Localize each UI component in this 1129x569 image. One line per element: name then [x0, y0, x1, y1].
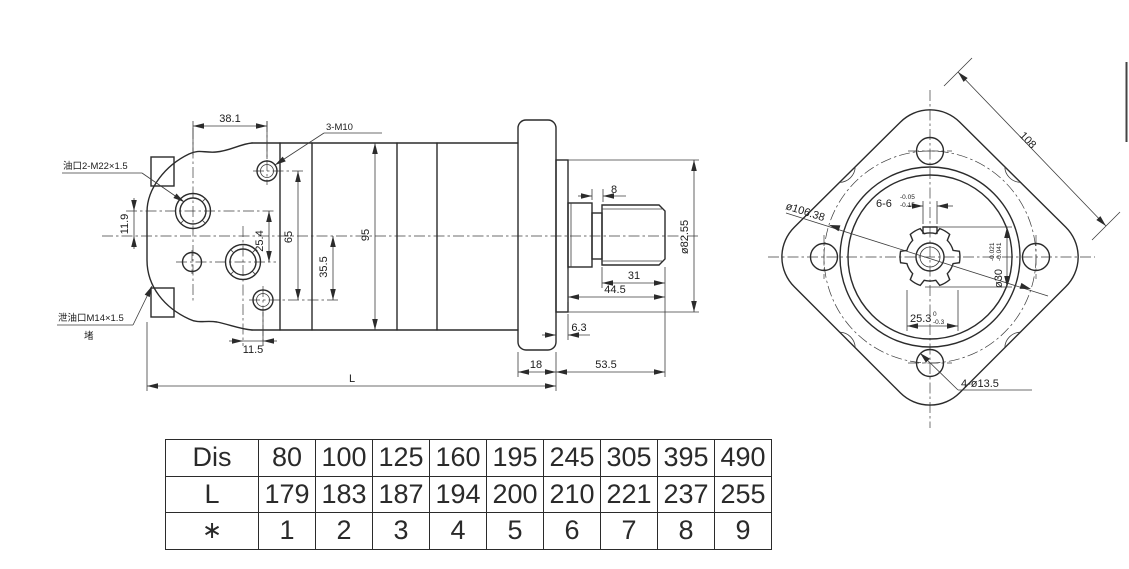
- table-cell: 4: [429, 512, 487, 550]
- dim-L: L: [349, 373, 355, 385]
- table-cell: 8: [657, 512, 715, 550]
- table-cell: 1: [258, 512, 316, 550]
- table-cell: 237: [657, 475, 715, 513]
- dim-44-5: 44.5: [604, 284, 625, 296]
- table-cell: 194: [429, 475, 487, 513]
- square-flange-outline: [781, 109, 1079, 406]
- table-cell: 255: [714, 475, 772, 513]
- dim-35-5: 35.5: [318, 256, 330, 277]
- dim-8: 8: [611, 184, 617, 196]
- dim-38-1: 38.1: [219, 113, 240, 125]
- table-cell: 5: [486, 512, 544, 550]
- dim-25-3: 25.3: [910, 313, 931, 325]
- table-cell: 305: [600, 439, 658, 477]
- table-cell: 9: [714, 512, 772, 550]
- table-cell: 80: [258, 439, 316, 477]
- drain-port-note: 堵: [84, 330, 94, 342]
- bolt-callout-label: 3-M10: [326, 122, 353, 133]
- dim-25-4: 25.4: [254, 230, 266, 251]
- dim-11-5: 11.5: [243, 344, 264, 356]
- table-cell: 6: [543, 512, 601, 550]
- table-cell: 125: [372, 439, 430, 477]
- table-row-length: L 179 183 187 194 200 210 221 237 255: [165, 475, 772, 513]
- table-cell: 395: [657, 439, 715, 477]
- table-cell: 160: [429, 439, 487, 477]
- dim-25-3-tol-upper: 0: [933, 311, 937, 318]
- dim-108: 108: [1017, 130, 1038, 152]
- row-header-length: L: [165, 475, 259, 513]
- table-cell: 221: [600, 475, 658, 513]
- row-header-index: ∗: [165, 512, 259, 550]
- dim-30-tol-lower: -0.041: [996, 242, 1003, 261]
- dim-18: 18: [530, 359, 542, 371]
- table-cell: 3: [372, 512, 430, 550]
- table-row-index: ∗ 1 2 3 4 5 6 7 8 9: [165, 512, 772, 550]
- dim-6-6-tol-lower: -0.15: [900, 202, 915, 209]
- table-cell: 210: [543, 475, 601, 513]
- table-cell: 179: [258, 475, 316, 513]
- end-view-dimensions: 108 ø106.38 6-6 -0.05 -0.15 ø30 -0.021 -…: [784, 57, 1121, 391]
- table-cell: 7: [600, 512, 658, 550]
- table-cell: 183: [315, 475, 373, 513]
- dim-106-38: ø106.38: [784, 200, 826, 224]
- dim-53-5: 53.5: [595, 359, 616, 371]
- side-view-dimensions: 38.1 3-M10 油口2-M22×1.5 泄油口M14×1.5 堵 11.9…: [57, 113, 699, 391]
- front-bolt-holes: [252, 160, 278, 311]
- side-view: 38.1 3-M10 油口2-M22×1.5 泄油口M14×1.5 堵 11.9…: [57, 113, 700, 391]
- end-cap-outline: [146, 142, 253, 331]
- dim-11-9: 11.9: [119, 214, 131, 235]
- table-cell: 195: [486, 439, 544, 477]
- drain-port-label: 泄油口M14×1.5: [58, 312, 124, 324]
- row-header-dis: Dis: [165, 439, 259, 477]
- dim-6-6: 6-6: [876, 198, 892, 210]
- dim-6-6-tol-upper: -0.05: [900, 194, 915, 201]
- oil-port-label: 油口2-M22×1.5: [63, 160, 128, 172]
- table-row-dis: Dis 80 100 125 160 195 245 305 395 490: [165, 439, 772, 477]
- dim-82-55: ø82.55: [679, 220, 691, 254]
- mounting-flange: [517, 119, 569, 351]
- flange-bolt-holes: [809, 136, 1051, 378]
- dim-30-tol-upper: -0.021: [989, 242, 996, 261]
- end-view: 108 ø106.38 6-6 -0.05 -0.15 ø30 -0.021 -…: [768, 57, 1121, 428]
- dim-13-5: 4-ø13.5: [961, 378, 999, 390]
- dimension-table: Dis 80 100 125 160 195 245 305 395 490 L…: [165, 439, 772, 550]
- dim-25-3-tol-lower: -0.3: [933, 319, 945, 326]
- output-shaft: [567, 202, 666, 268]
- dim-95: 95: [360, 229, 372, 241]
- dim-6-3: 6.3: [571, 322, 586, 334]
- dim-65: 65: [283, 231, 295, 243]
- motor-body: [251, 142, 519, 331]
- dim-31: 31: [628, 270, 640, 282]
- table-cell: 245: [543, 439, 601, 477]
- dim-30: ø30: [993, 269, 1005, 288]
- oil-ports: [174, 192, 262, 281]
- spline-shaft-end: [899, 226, 961, 287]
- table-cell: 100: [315, 439, 373, 477]
- table-cell: 490: [714, 439, 772, 477]
- table-cell: 187: [372, 475, 430, 513]
- table-cell: 200: [486, 475, 544, 513]
- table-cell: 2: [315, 512, 373, 550]
